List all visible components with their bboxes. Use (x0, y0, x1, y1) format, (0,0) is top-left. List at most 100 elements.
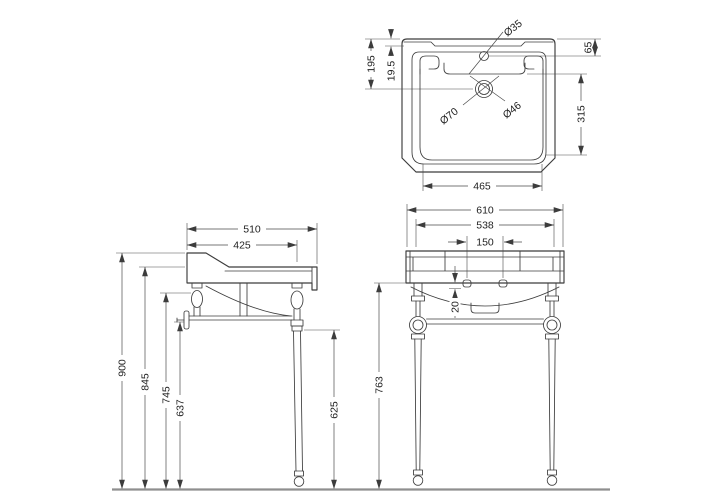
dim-label-425-group: 425 (228, 239, 256, 252)
side-view: 510 425 900 845 745 637 (116, 223, 341, 489)
basin-front-panel-lines (405, 250, 565, 284)
label-bg (575, 101, 587, 127)
side-extension-lines (116, 223, 340, 331)
dim-label-538-group: 538 (471, 219, 499, 232)
front-leg-neck (293, 308, 301, 321)
label-bg (471, 219, 499, 231)
leg-right-collar-top (545, 295, 559, 302)
leg-right-taper (548, 338, 556, 471)
front-view: 610 538 150 20 763 (373, 204, 565, 489)
front-leg-ball-foot (293, 476, 305, 487)
front-leg-collar-top (291, 282, 303, 289)
dim-label-763-group: 763 (373, 372, 386, 398)
dim-label-65-group: 65 (583, 42, 595, 54)
towel-rail-end-cap (183, 310, 190, 330)
label-bg (471, 204, 499, 216)
leg-left-neck (415, 300, 421, 317)
dia-label-35: Ø35 (502, 17, 525, 39)
waste-trap-pipe (239, 282, 248, 317)
basin-side-profile (186, 252, 318, 291)
waste-outlet-outer (475, 80, 493, 98)
inner-rim (411, 51, 547, 165)
dia-label-46-group: Ø46 (501, 99, 524, 121)
front-extension-lines (374, 204, 564, 289)
waste-outlet-inner (478, 83, 490, 95)
label-bg (468, 180, 496, 192)
dim-label-510: 510 (243, 224, 261, 236)
soap-recess-left (419, 55, 440, 75)
bowl-underside-curve (205, 285, 292, 317)
label-bg (449, 298, 461, 316)
dim-label-637: 637 (175, 399, 187, 417)
tap-hole (479, 51, 489, 61)
leg-right-foot-collar (547, 469, 557, 476)
dim-label-637-group: 637 (174, 395, 187, 421)
label-bg (139, 369, 151, 395)
leg-right-ball-foot (546, 475, 558, 486)
plan-view: 195 19.5 65 315 465 Ø35 Ø70 (365, 17, 601, 193)
dia-label-35-group: Ø35 (502, 17, 525, 39)
dia-label-46: Ø46 (501, 99, 524, 121)
label-bg (365, 51, 377, 77)
leg-left-collar-top (411, 295, 425, 302)
leg-right-collar (545, 333, 559, 340)
dim-label-900-group: 900 (116, 355, 129, 381)
washstand-front-frame (409, 282, 561, 486)
leg-right-ring-outer (543, 316, 561, 334)
towel-rail (188, 315, 293, 321)
fixing-hole-left (462, 279, 472, 288)
washstand-side-frame (176, 282, 305, 487)
dim-label-150-group: 150 (472, 236, 498, 249)
basin-side-outline (186, 252, 318, 291)
dim-label-625: 625 (329, 401, 341, 419)
dim-label-20: 20 (450, 301, 462, 313)
rear-bracket-collar (191, 282, 203, 289)
basin-plan-outline (401, 38, 556, 173)
towel-rail-knob (176, 317, 185, 323)
leg-left-ring-outer (409, 316, 427, 334)
leg-left-taper (414, 338, 422, 471)
label-bg (116, 355, 128, 381)
plan-dimensions: 195 19.5 65 315 465 Ø35 Ø70 (365, 17, 601, 193)
front-dimensions: 610 538 150 20 763 (373, 204, 564, 489)
dim-label-465: 465 (473, 181, 491, 193)
leg-left-foot-collar (413, 469, 423, 476)
label-bg (228, 239, 256, 251)
leg-left-post (413, 282, 423, 297)
leg-right-neck (549, 300, 555, 317)
dim-label-745: 745 (161, 386, 173, 404)
basin-outer-edge (401, 38, 556, 173)
dim-label-763: 763 (374, 376, 386, 394)
side-dimensions: 510 425 900 845 745 637 (116, 223, 341, 489)
rear-bracket-stem (193, 306, 201, 317)
dim-label-465-group: 465 (468, 180, 496, 193)
dim-label-425: 425 (233, 240, 251, 252)
dim-label-900: 900 (117, 359, 129, 377)
front-leg-foot-collar (294, 470, 304, 477)
leg-left-collar (411, 333, 425, 340)
dim-label-19_5: 19.5 (386, 61, 398, 82)
cross-rail (426, 318, 544, 325)
plan-extension-lines (365, 38, 601, 191)
leg-right-ring-inner (546, 319, 558, 331)
dim-label-845-group: 845 (139, 369, 152, 395)
dim-label-625-group: 625 (328, 397, 341, 423)
dim-label-510-group: 510 (238, 223, 266, 236)
dim-label-19_5-group: 19.5 (386, 61, 398, 82)
label-bg (472, 236, 498, 248)
front-leg-collar (291, 325, 303, 332)
waste-cross-lines (462, 75, 506, 106)
dim-label-65: 65 (583, 42, 595, 54)
leader-tap-hole (468, 31, 504, 75)
leg-left-ring-inner (412, 319, 424, 331)
bowl-outline (419, 68, 544, 161)
label-bg (174, 395, 186, 421)
dim-label-195: 195 (366, 55, 378, 73)
front-leg-taper (293, 330, 303, 472)
front-leg-rail-knob (290, 319, 304, 327)
dia-label-70-group: Ø70 (438, 105, 461, 127)
basin-front-body (405, 250, 565, 284)
basin-front-outline (405, 250, 565, 314)
